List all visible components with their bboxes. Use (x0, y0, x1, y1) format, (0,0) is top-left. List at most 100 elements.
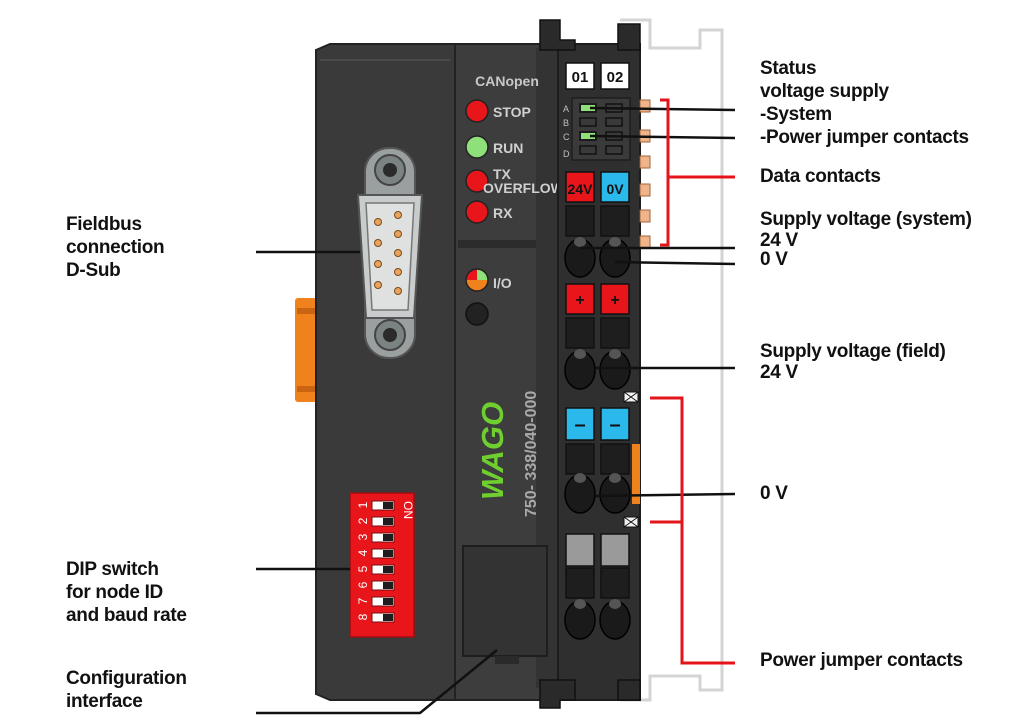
callout-status-line-2: voltage supply (760, 81, 889, 102)
callout-zero-v: 0 V (760, 482, 788, 505)
plus-box-2 (600, 283, 630, 315)
io-led-off (465, 302, 489, 326)
dip-lever-6 (383, 582, 393, 589)
led-label-run: RUN (493, 140, 523, 156)
plus-box-1 (565, 283, 595, 315)
callout-supply-system-title: Supply voltage (system) (760, 209, 972, 230)
minus-symbol-1: – (574, 414, 585, 436)
dip-number-6: 6 (356, 581, 370, 588)
callout-power-jumper-text: Power jumper contacts (760, 650, 963, 671)
led-label-overflow: OVERFLOW (483, 180, 565, 196)
callout-fieldbus-line-3: D-Sub (66, 260, 121, 281)
clamp-opening (609, 473, 621, 483)
terminal-clamps (564, 237, 631, 640)
dip-number-2: 2 (356, 517, 370, 524)
channel-label-01: 01 (572, 69, 589, 86)
callout-dip: DIP switch for node ID and baud rate (66, 558, 187, 627)
brand-logo: WAGO (475, 402, 510, 500)
channel-box-01 (565, 62, 595, 90)
led-stop-icon (465, 99, 489, 123)
part-number: 750- 338/040-000 (523, 391, 540, 517)
supply-0v-box (600, 171, 630, 203)
dip-lever-5 (383, 566, 393, 573)
dip-number-5: 5 (356, 565, 370, 572)
callout-power-jumper: Power jumper contacts (760, 649, 963, 672)
callout-dip-line-1: DIP switch (66, 559, 159, 580)
callout-data-contacts: Data contacts (760, 165, 881, 188)
terminal-pushers (565, 205, 630, 599)
dip-number-8: 8 (356, 613, 370, 620)
callout-fieldbus-line-1: Fieldbus (66, 214, 142, 235)
dip-lever-4 (383, 550, 393, 557)
protocol-label: CANopen (475, 73, 539, 89)
clamp-opening (609, 237, 621, 247)
dip-lever-1 (383, 502, 393, 509)
dsub-connector (356, 147, 424, 359)
dip-lever-2 (383, 518, 393, 525)
callout-supply-field-title: Supply voltage (field) (760, 341, 946, 362)
supply-24v-box (565, 171, 595, 203)
dip-on-label: ON (401, 501, 415, 519)
callout-status-line-1: Status (760, 58, 817, 79)
led-label-rx: RX (493, 205, 513, 221)
dip-lever-8 (383, 614, 393, 621)
callout-dip-line-3: and baud rate (66, 605, 187, 626)
grey-box-1 (565, 533, 595, 567)
clamp-opening (574, 237, 586, 247)
side-latch (295, 298, 317, 402)
grey-box-2 (600, 533, 630, 567)
callout-status-line-3: -System (760, 104, 832, 125)
minus-symbol-2: – (609, 414, 620, 436)
status-row-B: B (563, 118, 569, 128)
clamp-opening (574, 599, 586, 609)
io-led (465, 268, 489, 292)
callout-config: Configuration interface (66, 667, 187, 713)
callout-supply-field-24v: 24 V (760, 362, 798, 383)
led-label-stop: STOP (493, 104, 531, 120)
plus-symbol-1: + (575, 292, 584, 309)
callout-zero-v-text: 0 V (760, 483, 788, 504)
callout-dip-line-2: for node ID (66, 582, 163, 603)
plus-symbol-2: + (610, 292, 619, 309)
clamp-opening (574, 349, 586, 359)
led-rx-icon (465, 200, 489, 224)
led-tx-icon (465, 169, 489, 193)
callout-fieldbus: Fieldbus connection D-Sub (66, 213, 165, 282)
power-jumper-blades (623, 391, 640, 528)
dip-number-7: 7 (356, 597, 370, 604)
supply-24v-label: 24V (568, 181, 594, 197)
led-run-icon (465, 135, 489, 159)
clamp-opening (609, 599, 621, 609)
config-interface (462, 545, 548, 664)
callout-config-line-1: Configuration (66, 668, 187, 689)
din-rail-outline (620, 18, 724, 702)
status-row-C: C (563, 132, 570, 142)
callout-config-line-2: interface (66, 691, 143, 712)
clamp-opening (609, 349, 621, 359)
dip-lever-7 (383, 598, 393, 605)
minus-box-1 (565, 407, 595, 441)
clamp-opening (574, 473, 586, 483)
red-brackets (650, 98, 735, 665)
callout-status: Status voltage supply -System -Power jum… (760, 57, 969, 149)
channel-label-02: 02 (607, 69, 624, 86)
supply-0v-label: 0V (606, 181, 624, 197)
callout-supply-field: Supply voltage (field) 24 V (760, 340, 946, 382)
dip-lever-3 (383, 534, 393, 541)
io-led-label: I/O (493, 275, 512, 291)
callout-data-contacts-text: Data contacts (760, 166, 881, 187)
status-row-A: A (563, 104, 569, 114)
callout-supply-system-0v: 0 V (760, 249, 788, 270)
callout-supply-system: Supply voltage (system) 24 V 0 V (760, 208, 972, 269)
led-label-tx: TX (493, 166, 512, 182)
callout-status-line-4: -Power jumper contacts (760, 127, 969, 148)
dip-number-1: 1 (356, 501, 370, 508)
status-row-D: D (563, 149, 570, 159)
channel-box-02 (600, 62, 630, 90)
minus-box-2 (600, 407, 630, 441)
dip-number-4: 4 (356, 549, 370, 556)
callout-supply-system-24v: 24 V (760, 230, 798, 251)
